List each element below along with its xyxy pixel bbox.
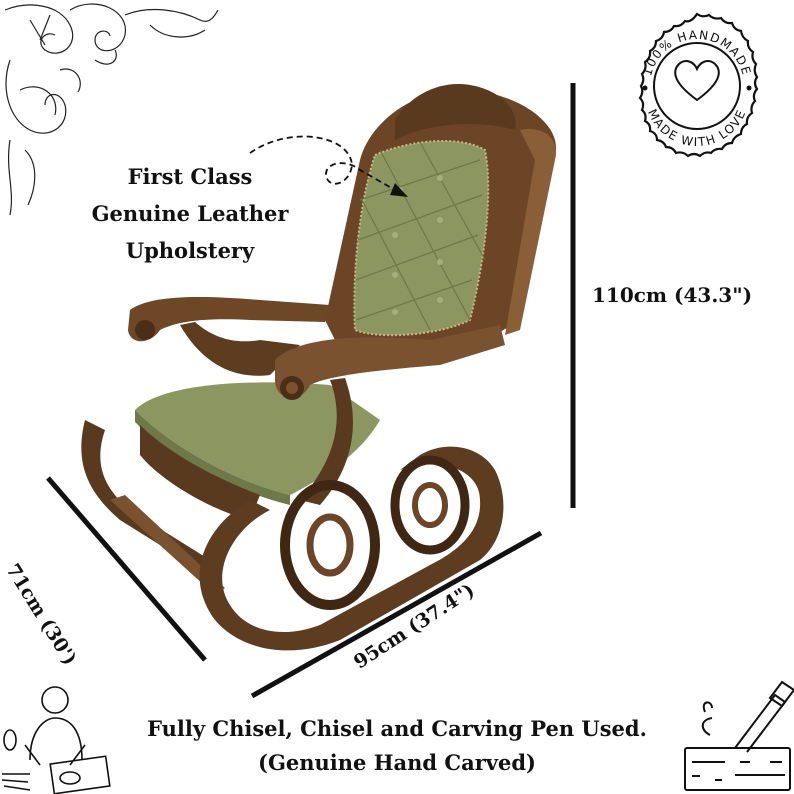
leather-callout-label: First Class Genuine Leather Upholstery <box>70 158 310 269</box>
chisel-wood-icon <box>684 680 794 791</box>
heart-icon <box>674 60 720 102</box>
callout-line-1: First Class <box>127 164 253 189</box>
callout-line-2: Genuine Leather <box>91 201 289 226</box>
craft-caption: Fully Chisel, Chisel and Carving Pen Use… <box>110 712 684 780</box>
arrow-head-icon <box>390 183 408 197</box>
width-dimension-line <box>250 530 543 699</box>
depth-dimension-line <box>46 476 207 662</box>
right-rocker <box>199 446 504 651</box>
callout-line-3: Upholstery <box>125 238 255 263</box>
caption-line-1: Fully Chisel, Chisel and Carving Pen Use… <box>147 716 647 741</box>
chair-right-arm <box>275 325 505 398</box>
callout-arrow <box>249 135 396 191</box>
chair-crest <box>395 84 516 140</box>
left-rocker <box>81 420 210 570</box>
height-dimension-label: 110cm (43.3") <box>592 283 753 307</box>
chair-left-arm <box>128 297 330 342</box>
seat-apron-carving <box>140 425 260 520</box>
handmade-badge: 100% HANDMADE MADE WITH LOVE <box>638 12 759 158</box>
caption-line-2: (Genuine Hand Carved) <box>258 750 536 775</box>
leather-seat <box>135 382 380 495</box>
woodcarver-illustration-icon <box>1 686 111 794</box>
